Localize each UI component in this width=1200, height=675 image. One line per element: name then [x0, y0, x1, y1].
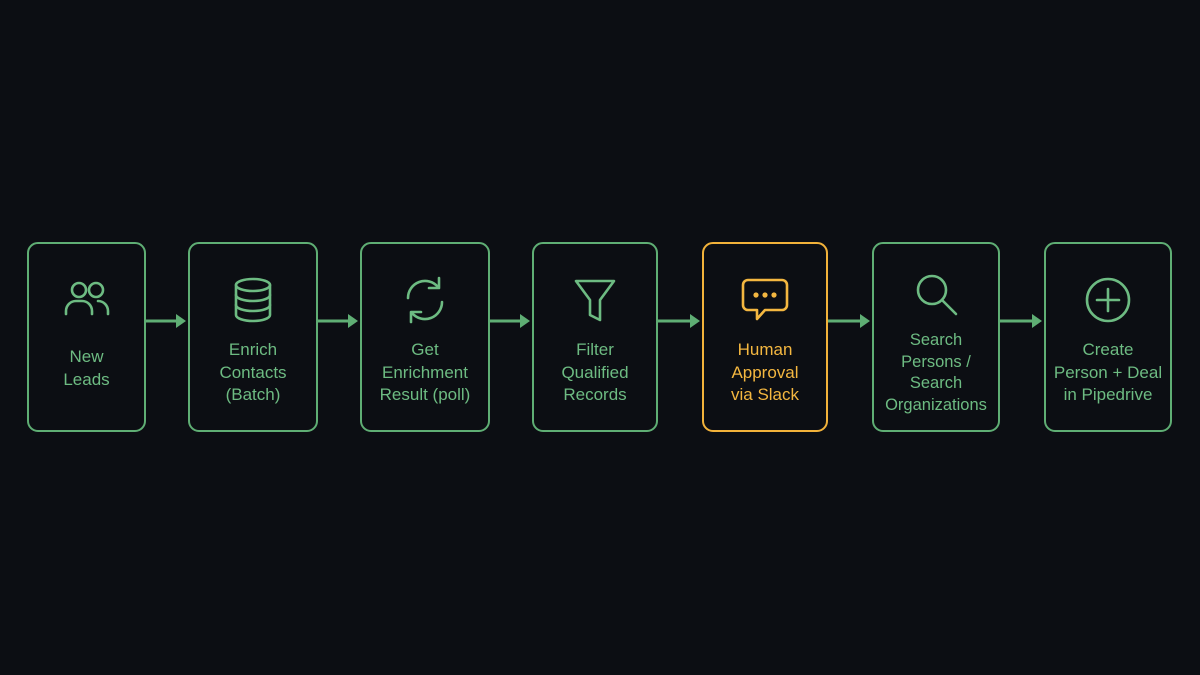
step-search-persons: Search Persons / Search Organizations	[872, 242, 1000, 432]
flow-arrow	[658, 311, 702, 331]
step-human-approval: Human Approval via Slack	[702, 242, 828, 432]
step-new-leads: New Leads	[27, 242, 146, 432]
flow-arrow	[146, 311, 188, 331]
step-label: Search Persons / Search Organizations	[885, 331, 987, 414]
database-icon	[190, 274, 316, 326]
step-filter-qualified: Filter Qualified Records	[532, 242, 658, 432]
step-label: Get Enrichment Result (poll)	[379, 340, 471, 404]
step-label: Human Approval via Slack	[730, 340, 800, 404]
flow-arrow	[490, 311, 532, 331]
flow-arrow	[828, 311, 872, 331]
chat-icon	[704, 274, 826, 326]
step-label: Create Person + Deal in Pipedrive	[1053, 340, 1163, 404]
step-create-person-deal: Create Person + Deal in Pipedrive	[1044, 242, 1172, 432]
step-enrich-contacts: Enrich Contacts (Batch)	[188, 242, 318, 432]
plus-circle-icon	[1046, 274, 1170, 326]
step-label: New Leads	[63, 347, 110, 389]
refresh-icon	[362, 274, 488, 326]
step-label: Enrich Contacts (Batch)	[219, 340, 287, 404]
step-label: Filter Qualified Records	[561, 340, 629, 404]
flow-arrow	[318, 311, 360, 331]
flow-arrow	[1000, 311, 1044, 331]
filter-icon	[534, 274, 656, 326]
search-icon	[874, 268, 998, 320]
step-get-enrichment: Get Enrichment Result (poll)	[360, 242, 490, 432]
users-icon	[29, 274, 144, 326]
